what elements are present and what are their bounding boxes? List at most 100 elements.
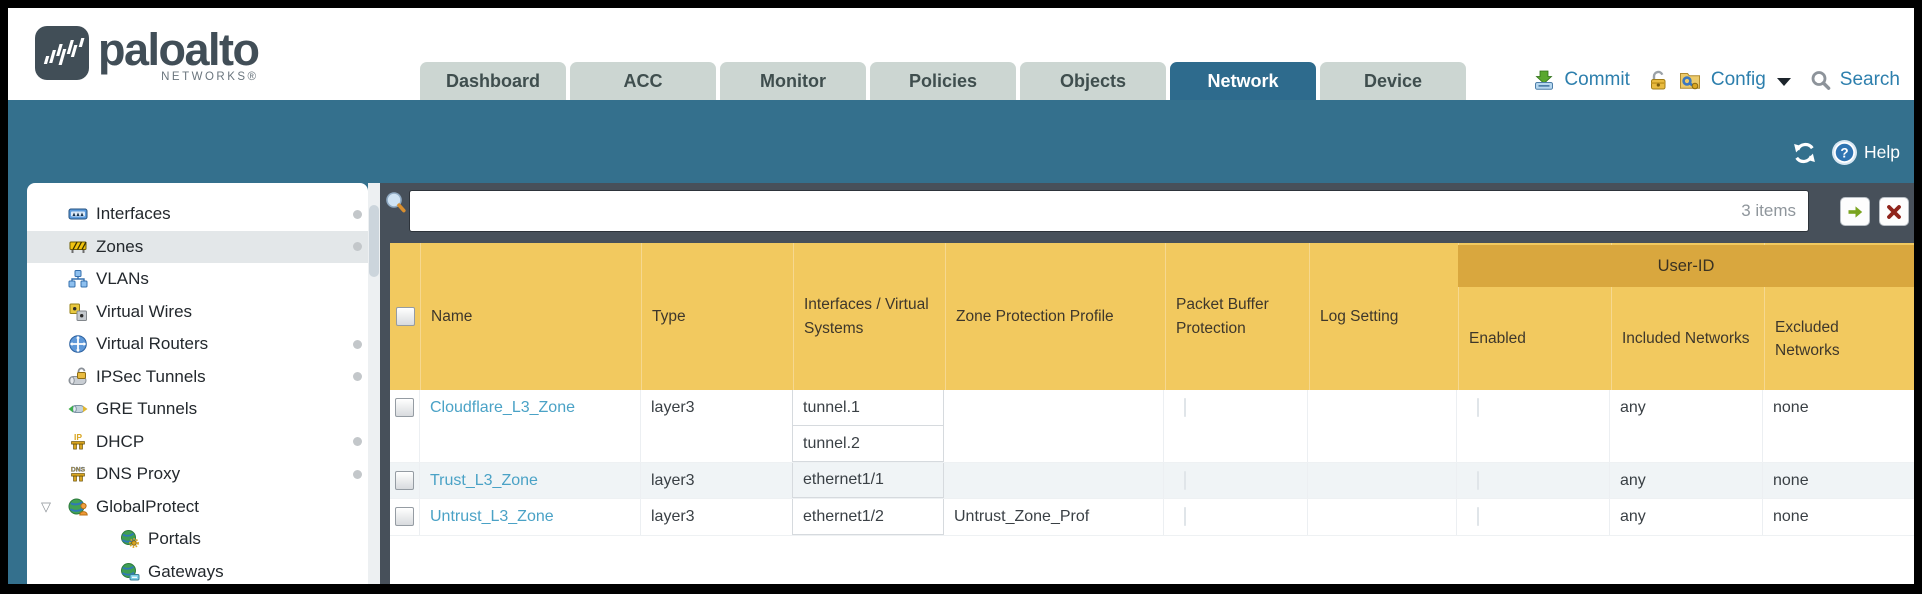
filter-search-icon[interactable] (384, 191, 408, 215)
sidebar-item-label: GRE Tunnels (96, 399, 198, 419)
column-header-packet-buffer-protection[interactable]: Packet Buffer Protection (1165, 243, 1309, 390)
sidebar-item-label: IPSec Tunnels (96, 366, 206, 386)
packet-buffer-checkbox[interactable] (1184, 471, 1186, 490)
tab-dashboard[interactable]: Dashboard (420, 62, 566, 100)
sidebar-item-globalprotect[interactable]: ▽ GlobalProtect (27, 491, 368, 524)
vlans-icon (68, 269, 88, 289)
sidebar-item-zones[interactable]: Zones (27, 230, 368, 263)
main-panel: 3 items Name Type (380, 183, 1914, 584)
column-header-log-setting[interactable]: Log Setting (1309, 243, 1458, 390)
table-row: Cloudflare_L3_Zone layer3 tunnel.1 tunne… (390, 390, 1914, 463)
close-icon (1887, 204, 1901, 219)
config-menu[interactable]: Config (1710, 69, 1766, 90)
packet-buffer-checkbox[interactable] (1184, 398, 1186, 417)
config-icon[interactable] (1678, 68, 1702, 92)
sidebar-item-vlans[interactable]: VLANs (27, 263, 368, 296)
items-count: 3 items (1741, 201, 1796, 220)
sidebar-list: Interfaces Zones VLANs Vir (27, 183, 368, 584)
row-checkbox[interactable] (395, 507, 414, 526)
svg-text:?: ? (1840, 145, 1848, 160)
select-all-checkbox[interactable] (395, 307, 415, 326)
ipsec-tunnels-icon (68, 367, 88, 387)
zone-type-cell: layer3 (641, 499, 793, 535)
packet-buffer-checkbox[interactable] (1184, 507, 1186, 526)
filter-input[interactable]: 3 items (409, 190, 1809, 232)
zone-name-link[interactable]: Cloudflare_L3_Zone (430, 399, 575, 416)
primary-tabs: Dashboard ACC Monitor Policies Objects N… (420, 62, 1470, 100)
tab-acc[interactable]: ACC (570, 62, 716, 100)
sidebar-item-label: DHCP (96, 431, 145, 451)
tab-monitor[interactable]: Monitor (720, 62, 866, 100)
apply-filter-button[interactable] (1840, 197, 1870, 226)
column-header-included-networks[interactable]: Included Networks (1611, 243, 1764, 390)
sidebar-scrollbar[interactable] (368, 183, 380, 584)
sidebar-item-gre-tunnels[interactable]: GRE Tunnels (27, 393, 368, 426)
chevron-down-icon[interactable]: ▽ (41, 498, 51, 514)
tab-device[interactable]: Device (1320, 62, 1466, 100)
interface-link[interactable]: ethernet1/1 (793, 463, 943, 498)
enabled-checkbox[interactable] (1477, 507, 1479, 526)
interface-link[interactable]: ethernet1/2 (793, 499, 943, 535)
lock-icon[interactable] (1647, 69, 1669, 91)
enabled-checkbox[interactable] (1477, 398, 1479, 417)
sidebar-item-virtual-routers[interactable]: Virtual Routers (27, 328, 368, 361)
tab-network[interactable]: Network (1170, 62, 1316, 100)
status-dot (353, 469, 362, 479)
help-button[interactable]: Help (1864, 142, 1900, 162)
sidebar-item-interfaces[interactable]: Interfaces (27, 198, 368, 231)
sidebar-item-gateways[interactable]: Gateways (27, 556, 368, 585)
dhcp-icon: IP (68, 432, 88, 452)
top-actions: Commit Config Search (1533, 63, 1900, 97)
sidebar-item-virtual-wires[interactable]: Virtual Wires (27, 296, 368, 329)
sidebar-item-ipsec-tunnels[interactable]: IPSec Tunnels (27, 361, 368, 394)
zone-name-cell: Cloudflare_L3_Zone (420, 390, 641, 462)
header-select-all-cell (390, 243, 420, 390)
packet-buffer-protection-cell (1164, 390, 1308, 462)
table-row: Trust_L3_Zone layer3 ethernet1/1 any non… (390, 463, 1914, 499)
search-button[interactable]: Search (1839, 69, 1900, 90)
svg-text:IP: IP (74, 432, 82, 442)
chevron-down-icon[interactable] (1776, 78, 1791, 86)
sidebar-item-dns-proxy[interactable]: DNS DNS Proxy (27, 458, 368, 491)
user-id-enabled-cell (1457, 499, 1610, 535)
zone-type-cell: layer3 (641, 390, 793, 462)
green-arrow-icon (1848, 205, 1863, 218)
commit-icon[interactable] (1533, 69, 1555, 91)
row-select-cell (390, 463, 420, 498)
clear-filter-button[interactable] (1879, 197, 1909, 226)
status-dot (353, 437, 362, 447)
globalprotect-icon (68, 497, 88, 517)
column-header-name[interactable]: Name (420, 243, 641, 390)
excluded-networks-cell: none (1773, 508, 1809, 525)
tab-objects[interactable]: Objects (1020, 62, 1166, 100)
tab-policies[interactable]: Policies (870, 62, 1016, 100)
zones-table: Name Type Interfaces / Virtual Systems Z… (390, 243, 1914, 584)
interface-link[interactable]: tunnel.1 (793, 390, 943, 426)
zone-name-link[interactable]: Trust_L3_Zone (430, 472, 538, 489)
commit-button[interactable]: Commit (1564, 69, 1630, 90)
enabled-checkbox[interactable] (1477, 471, 1479, 490)
scrollbar-thumb[interactable] (369, 205, 379, 277)
column-header-interfaces[interactable]: Interfaces / Virtual Systems (793, 243, 945, 390)
sidebar-item-portals[interactable]: Portals (27, 523, 368, 556)
user-id-enabled-cell (1457, 463, 1610, 498)
page-toolbar: ? Help (1791, 139, 1900, 166)
column-header-zone-protection-profile[interactable]: Zone Protection Profile (945, 243, 1165, 390)
dns-proxy-icon: DNS (68, 464, 88, 484)
zone-name-link[interactable]: Untrust_L3_Zone (430, 508, 554, 525)
help-icon[interactable]: ? (1831, 139, 1858, 166)
row-checkbox[interactable] (395, 471, 414, 490)
included-networks-cell: any (1610, 390, 1763, 462)
refresh-icon[interactable] (1791, 140, 1818, 166)
column-header-enabled[interactable]: Enabled (1458, 243, 1611, 390)
column-header-excluded-networks[interactable]: Excluded Networks (1764, 243, 1914, 390)
search-icon[interactable] (1810, 70, 1831, 91)
portals-icon (120, 529, 140, 549)
row-checkbox[interactable] (395, 398, 414, 417)
log-setting-cell (1308, 463, 1457, 498)
sidebar-item-dhcp[interactable]: IP DHCP (27, 426, 368, 459)
paloalto-logo-icon (35, 26, 89, 80)
column-header-type[interactable]: Type (641, 243, 793, 390)
included-networks-cell: any (1610, 463, 1763, 498)
interface-link[interactable]: tunnel.2 (793, 426, 943, 462)
